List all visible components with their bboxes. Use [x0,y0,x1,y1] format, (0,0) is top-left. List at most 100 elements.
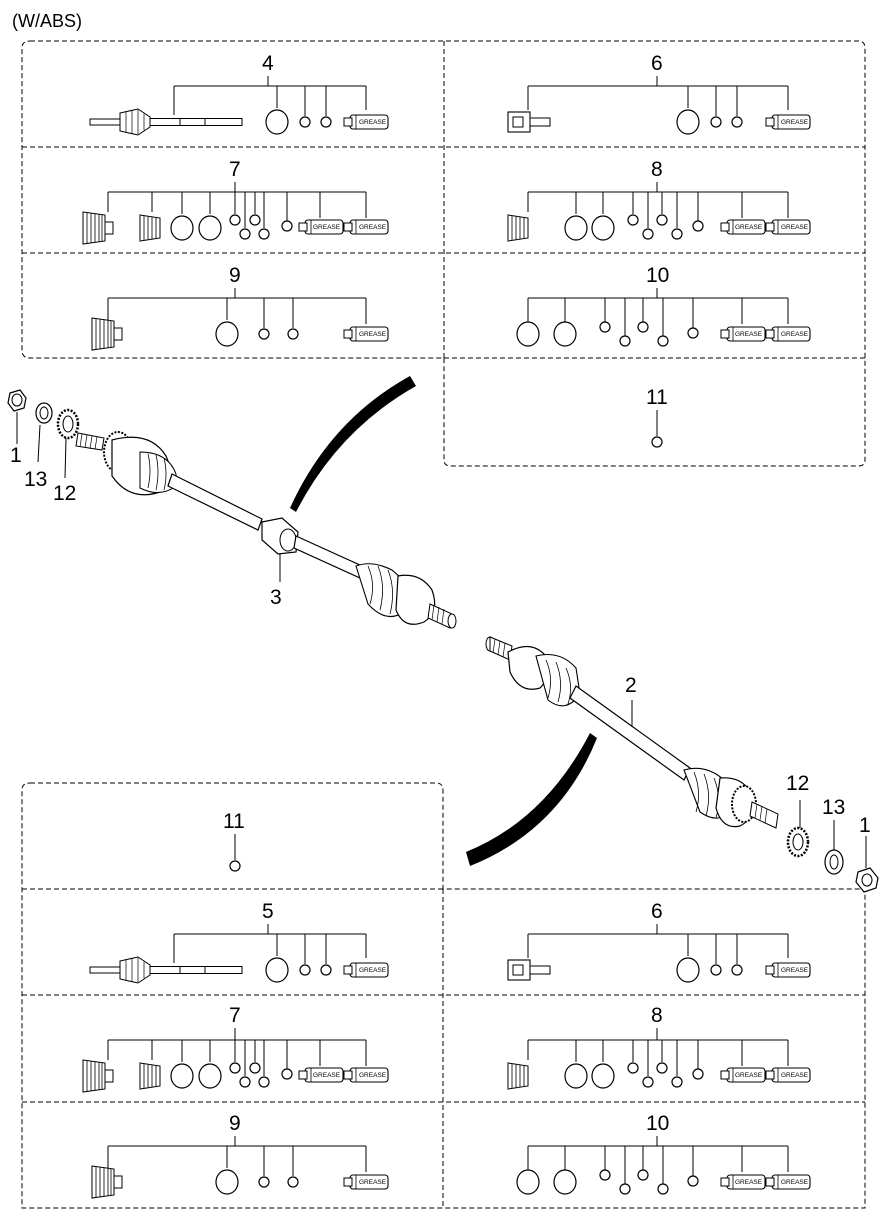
boot-clamp-small-icon [299,116,311,128]
kit-8-boot-repair-kit: 8 GREASE GREASE [507,1004,811,1090]
boot-clamp-large-icon [676,109,700,135]
grease-tube-icon: GREASE [720,326,766,342]
kit-9-boot-kit: 9 GREASE [91,1112,389,1199]
outer-boot-icon [82,1059,114,1093]
driveshaft-right-assembly [485,636,879,893]
band-small-icon [671,1076,683,1088]
inner-boot-icon [507,1062,529,1090]
grease-tube-icon: GREASE [343,1067,389,1083]
circlip-icon [692,220,704,232]
callout-2: 2 [625,674,637,697]
callout-11: 11 [223,810,245,833]
circlip-icon [229,860,241,872]
band-small-icon [642,228,654,240]
svg-text:GREASE: GREASE [359,1179,387,1186]
callout-1-left: 1 [10,444,22,467]
svg-text:GREASE: GREASE [735,1179,763,1186]
callout-11: 11 [646,386,668,409]
boot-band-large-icon [591,1063,615,1089]
joint-housing-icon [507,959,551,981]
svg-text:GREASE: GREASE [313,1072,341,1079]
bottom-kit-group: 11 5 GREASE 6 GRE [21,782,866,1209]
svg-text:GREASE: GREASE [781,331,809,338]
callout-7: 7 [229,158,241,181]
callout-6: 6 [651,900,663,923]
kit-5-outer-joint-assembly: 5 GREASE [89,900,389,984]
band-small-icon [287,1176,299,1188]
grease-tube-icon: GREASE [765,326,811,342]
grease-tube-icon: GREASE [765,962,811,978]
callout-4: 4 [262,52,274,75]
boot-band-large-icon [516,1169,540,1195]
circlip-icon [320,964,332,976]
circlip-icon [687,1175,699,1187]
boot-band-large-icon [516,321,540,347]
svg-text:GREASE: GREASE [359,967,387,974]
callout-8: 8 [651,158,663,181]
diagram-title: (W/ABS) [12,11,82,31]
band-small-icon [619,335,631,347]
callout-8: 8 [651,1004,663,1027]
boot-clamp-small-icon [710,964,722,976]
kit-6-inner-joint-housing: 6 GREASE [507,52,811,135]
svg-text:GREASE: GREASE [735,331,763,338]
kit-4-outer-joint-assembly: 4 GREASE [89,52,389,136]
callout-13-left: 13 [24,468,47,491]
band-small-icon [287,328,299,340]
circlip-icon [651,436,663,448]
kit-11-circlip: 11 [223,810,245,872]
svg-text:GREASE: GREASE [781,1072,809,1079]
band-small-icon [642,1076,654,1088]
callout-12-left: 12 [53,482,76,505]
callout-3: 3 [270,586,282,609]
boot-clamp-large-icon [265,957,289,983]
band-small-icon [229,214,241,226]
outer-boot-icon [82,211,114,245]
band-small-icon [599,1169,611,1181]
grease-tube-icon: GREASE [765,114,811,130]
leader-arc-top [290,376,416,512]
band-small-icon [627,1062,639,1074]
boot-band-large-icon [564,215,588,241]
grease-tube-icon: GREASE [720,219,766,235]
leader-arc-bottom [466,733,597,866]
svg-text:GREASE: GREASE [781,1179,809,1186]
band-small-icon [258,228,270,240]
svg-text:GREASE: GREASE [359,331,387,338]
circlip-icon [687,327,699,339]
callout-13-right: 13 [822,796,845,819]
band-small-icon [239,228,251,240]
band-small-icon [249,214,261,226]
inner-boot-icon [507,214,529,242]
dynamic-damper-icon [261,517,299,555]
svg-text:GREASE: GREASE [359,119,387,126]
callout-9: 9 [229,1112,241,1135]
boot-band-large-icon [215,321,239,347]
grease-tube-icon: GREASE [765,219,811,235]
kit-7-boot-repair-kit: 7 GREASE GREASE [82,158,389,245]
band-small-icon [627,214,639,226]
callout-12-right: 12 [786,772,809,795]
kit-6-inner-joint-housing: 6 GREASE [507,900,811,983]
callout-1-right: 1 [859,814,871,837]
band-small-icon [656,214,668,226]
callout-10: 10 [646,264,669,287]
svg-text:GREASE: GREASE [359,1072,387,1079]
inner-boot-icon [139,1062,161,1090]
kit-11-circlip: 11 [646,386,668,448]
circlip-icon [281,1068,293,1080]
grease-tube-icon: GREASE [343,219,389,235]
outer-joint-shaft-icon [89,108,243,136]
boot-icon [91,317,123,351]
grease-tube-icon: GREASE [343,114,389,130]
boot-band-large-icon [170,215,194,241]
band-small-icon [619,1183,631,1195]
grease-tube-icon: GREASE [298,219,344,235]
circlip-icon [320,116,332,128]
grease-tube-icon: GREASE [720,1067,766,1083]
boot-clamp-small-icon [299,964,311,976]
boot-clamp-small-icon [710,116,722,128]
grease-tube-icon: GREASE [298,1067,344,1083]
callout-5: 5 [262,900,274,923]
